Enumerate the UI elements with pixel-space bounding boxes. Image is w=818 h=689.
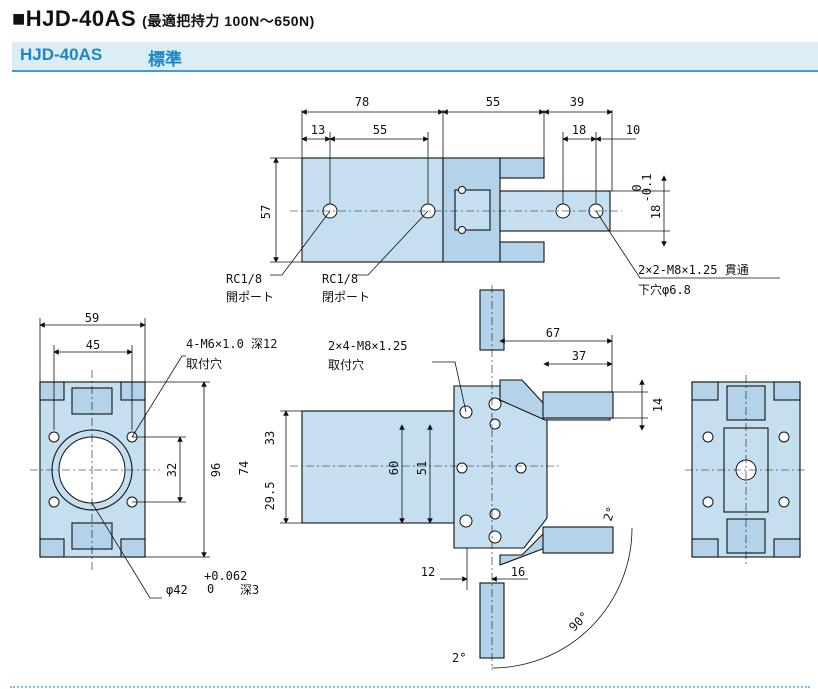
grip-force-subtitle: (最適把持力 100N～650N) bbox=[142, 13, 315, 29]
mount-hole bbox=[489, 418, 501, 430]
bore-tol-lower: 0 bbox=[207, 582, 214, 596]
thru-hole-label-b: 下穴φ6.8 bbox=[638, 282, 691, 297]
corner-block bbox=[691, 381, 719, 401]
dim-16: 16 bbox=[511, 565, 525, 579]
model-band: HJD-40AS 標準 bbox=[12, 42, 818, 72]
top-center-block bbox=[454, 189, 491, 231]
mount-hole bbox=[702, 431, 714, 443]
dim-39: 39 bbox=[570, 95, 584, 109]
dim-18: 18 bbox=[572, 123, 586, 137]
dim-45: 45 bbox=[86, 338, 100, 352]
small-screw-hole bbox=[458, 226, 466, 234]
mount-hole bbox=[48, 431, 60, 443]
corner-block bbox=[120, 538, 146, 558]
dim-29-5: 29.5 bbox=[263, 482, 277, 511]
swing-arc bbox=[491, 527, 633, 669]
dim-96: 96 bbox=[209, 463, 223, 477]
front-view: 67 37 14 74 33 29.5 60 51 12 16 2×4-M8×1… bbox=[237, 285, 665, 670]
dim-74: 74 bbox=[237, 461, 251, 475]
model-title: ■HJD-40AS bbox=[12, 6, 137, 31]
port-open-label-a: RC1/8 bbox=[226, 272, 262, 286]
front-lower-tip bbox=[542, 526, 614, 554]
corner-block bbox=[39, 381, 65, 401]
mount-hole bbox=[702, 496, 714, 508]
mount-hole bbox=[515, 462, 527, 474]
dim-37: 37 bbox=[572, 349, 586, 363]
mount-hole bbox=[48, 496, 60, 508]
small-screw-hole bbox=[458, 186, 466, 194]
top-view: 78 55 39 13 55 18 10 57 18 0 -0.1 RC1/8 … bbox=[226, 95, 780, 304]
footer-divider bbox=[10, 686, 810, 688]
mount-hole bbox=[778, 431, 790, 443]
tap-hole-label-a: 4-M6×1.0 深12 bbox=[186, 337, 277, 351]
mount-hole bbox=[488, 397, 502, 411]
angle-2-lower: 2° bbox=[452, 651, 466, 665]
port-open-label-b: 開ポート bbox=[226, 290, 274, 304]
front-body bbox=[301, 410, 455, 524]
top-lower-jaw bbox=[499, 241, 545, 263]
angle-2-upper: 2° bbox=[601, 505, 619, 523]
mount-hole bbox=[488, 530, 502, 544]
mount-hole bbox=[489, 508, 501, 520]
dim-60: 60 bbox=[387, 461, 401, 475]
corner-block bbox=[691, 538, 719, 558]
mount-hole bbox=[778, 496, 790, 508]
left-view: 59 45 96 32 4-M6×1.0 深12 取付穴 φ42 +0.062 … bbox=[30, 311, 277, 599]
mount-hole-label-a: 2×4-M8×1.25 bbox=[328, 339, 407, 353]
band-model-label: HJD-40AS bbox=[20, 45, 103, 64]
tol-18-upper: 0 bbox=[630, 184, 644, 191]
mount-hole bbox=[459, 514, 473, 528]
mount-hole-label-b: 取付穴 bbox=[328, 357, 364, 372]
thru-hole-label-a: 2×2-M8×1.25 貫通 bbox=[638, 263, 749, 277]
port-close-label-b: 閉ポート bbox=[322, 290, 370, 304]
dim-57: 57 bbox=[259, 205, 273, 219]
page-title: ■HJD-40AS (最適把持力 100N～650N) bbox=[12, 6, 315, 32]
dim-51: 51 bbox=[415, 461, 429, 475]
front-upper-tip bbox=[542, 391, 614, 419]
dim-18-vertical: 18 bbox=[649, 205, 663, 219]
corner-block bbox=[120, 381, 146, 401]
right-view bbox=[685, 375, 808, 565]
dim-59: 59 bbox=[85, 311, 99, 325]
dim-10: 10 bbox=[626, 123, 640, 137]
corner-block bbox=[39, 538, 65, 558]
bore-tol-upper: +0.062 bbox=[204, 569, 247, 583]
dim-78: 78 bbox=[355, 95, 369, 109]
dim-33: 33 bbox=[263, 431, 277, 445]
dim-55: 55 bbox=[373, 123, 387, 137]
tol-18-lower: -0.1 bbox=[640, 174, 654, 203]
bore-diameter-label: φ42 bbox=[166, 583, 188, 597]
bore-depth-label: 深3 bbox=[240, 583, 259, 597]
port-close-label-a: RC1/8 bbox=[322, 272, 358, 286]
band-type-label: 標準 bbox=[148, 50, 182, 69]
mount-hole bbox=[456, 462, 468, 474]
tap-hole-label-b: 取付穴 bbox=[186, 356, 222, 371]
corner-block bbox=[773, 538, 801, 558]
corner-block bbox=[773, 381, 801, 401]
dim-13: 13 bbox=[311, 123, 325, 137]
dim-32: 32 bbox=[165, 463, 179, 477]
dim-55-overall: 55 bbox=[486, 95, 500, 109]
dim-67: 67 bbox=[546, 326, 560, 340]
top-upper-jaw bbox=[499, 157, 545, 179]
dim-14: 14 bbox=[651, 398, 665, 412]
dim-12: 12 bbox=[421, 565, 435, 579]
